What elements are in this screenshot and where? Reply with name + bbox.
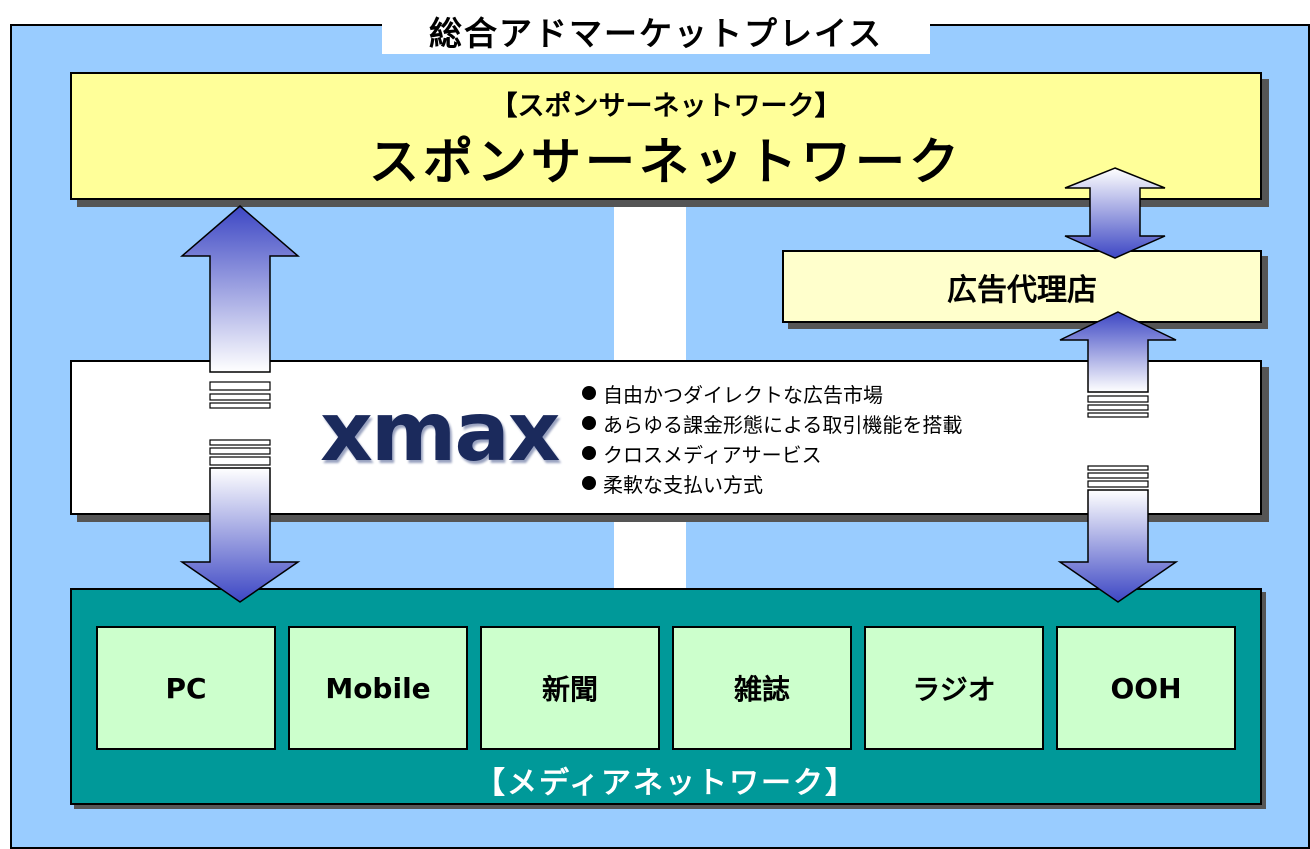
feature-list: 自由かつダイレクトな広告市場 あらゆる課金形態による取引機能を搭載 クロスメディ… bbox=[582, 378, 962, 498]
down-arrow-icon bbox=[1057, 489, 1179, 603]
sponsor-network-box: 【スポンサーネットワーク】 スポンサーネットワーク bbox=[70, 72, 1262, 200]
up-arrow-icon bbox=[1059, 311, 1177, 393]
ad-agency-box: 広告代理店 bbox=[782, 250, 1262, 323]
media-item-newspaper: 新聞 bbox=[480, 626, 660, 750]
diagram-title: 総合アドマーケットプレイス bbox=[382, 8, 930, 54]
bullet-icon bbox=[582, 416, 596, 430]
sponsor-network-title: スポンサーネットワーク bbox=[369, 133, 963, 191]
media-item-mobile: Mobile bbox=[288, 626, 468, 750]
feature-item: クロスメディアサービス bbox=[582, 438, 962, 468]
break-marks-icon bbox=[209, 381, 271, 466]
feature-text: 柔軟な支払い方式 bbox=[603, 472, 763, 497]
down-arrow-icon bbox=[179, 467, 301, 603]
feature-item: 自由かつダイレクトな広告市場 bbox=[582, 378, 962, 408]
media-network-label: 【メディアネットワーク】 bbox=[475, 766, 857, 801]
media-item-ooh: OOH bbox=[1056, 626, 1236, 750]
media-network-box: PC Mobile 新聞 雑誌 ラジオ OOH 【メディアネットワーク】 bbox=[70, 588, 1262, 805]
feature-text: あらゆる課金形態による取引機能を搭載 bbox=[603, 412, 963, 437]
sponsor-network-subtitle: 【スポンサーネットワーク】 bbox=[490, 91, 842, 122]
double-arrow-icon bbox=[1064, 167, 1166, 259]
media-item-radio: ラジオ bbox=[864, 626, 1044, 750]
break-marks-icon bbox=[1087, 395, 1149, 488]
feature-item: 柔軟な支払い方式 bbox=[582, 468, 962, 498]
media-item-pc: PC bbox=[96, 626, 276, 750]
feature-item: あらゆる課金形態による取引機能を搭載 bbox=[582, 408, 962, 438]
bullet-icon bbox=[582, 386, 596, 400]
xmax-logo: xmax bbox=[320, 385, 561, 480]
bullet-icon bbox=[582, 446, 596, 460]
bullet-icon bbox=[582, 476, 596, 490]
feature-text: 自由かつダイレクトな広告市場 bbox=[603, 382, 883, 407]
media-item-magazine: 雑誌 bbox=[672, 626, 852, 750]
up-arrow-icon bbox=[179, 205, 301, 373]
feature-text: クロスメディアサービス bbox=[603, 442, 822, 467]
